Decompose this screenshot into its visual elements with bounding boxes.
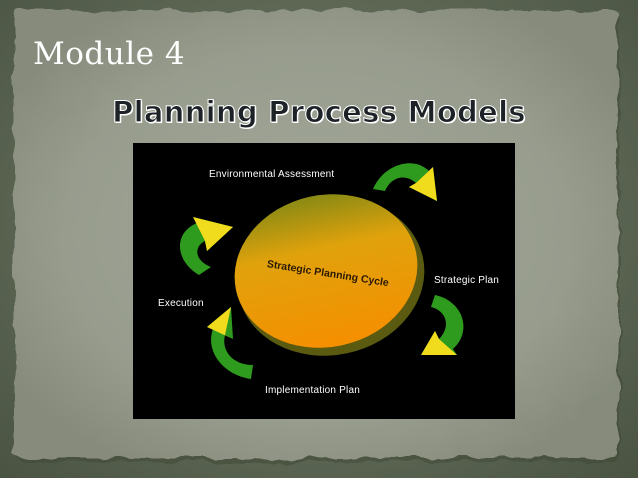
stage-implementation-plan: Implementation Plan — [265, 385, 360, 396]
cycle-disc — [234, 194, 425, 356]
cycle-graphic — [179, 163, 464, 379]
stage-environmental-assessment: Environmental Assessment — [209, 169, 335, 180]
curved-arrow-icon — [207, 307, 253, 379]
stage-strategic-plan: Strategic Plan — [434, 275, 500, 286]
slide-title: Module 4 — [33, 36, 186, 72]
planning-cycle-diagram: Environmental Assessment Strategic Plan … — [133, 143, 515, 419]
diagram-heading: Planning Process Models — [112, 95, 526, 130]
stage-execution: Execution — [158, 298, 204, 309]
curved-arrow-icon — [179, 217, 233, 275]
curved-arrow-icon — [373, 163, 437, 201]
curved-arrow-icon — [421, 295, 464, 355]
